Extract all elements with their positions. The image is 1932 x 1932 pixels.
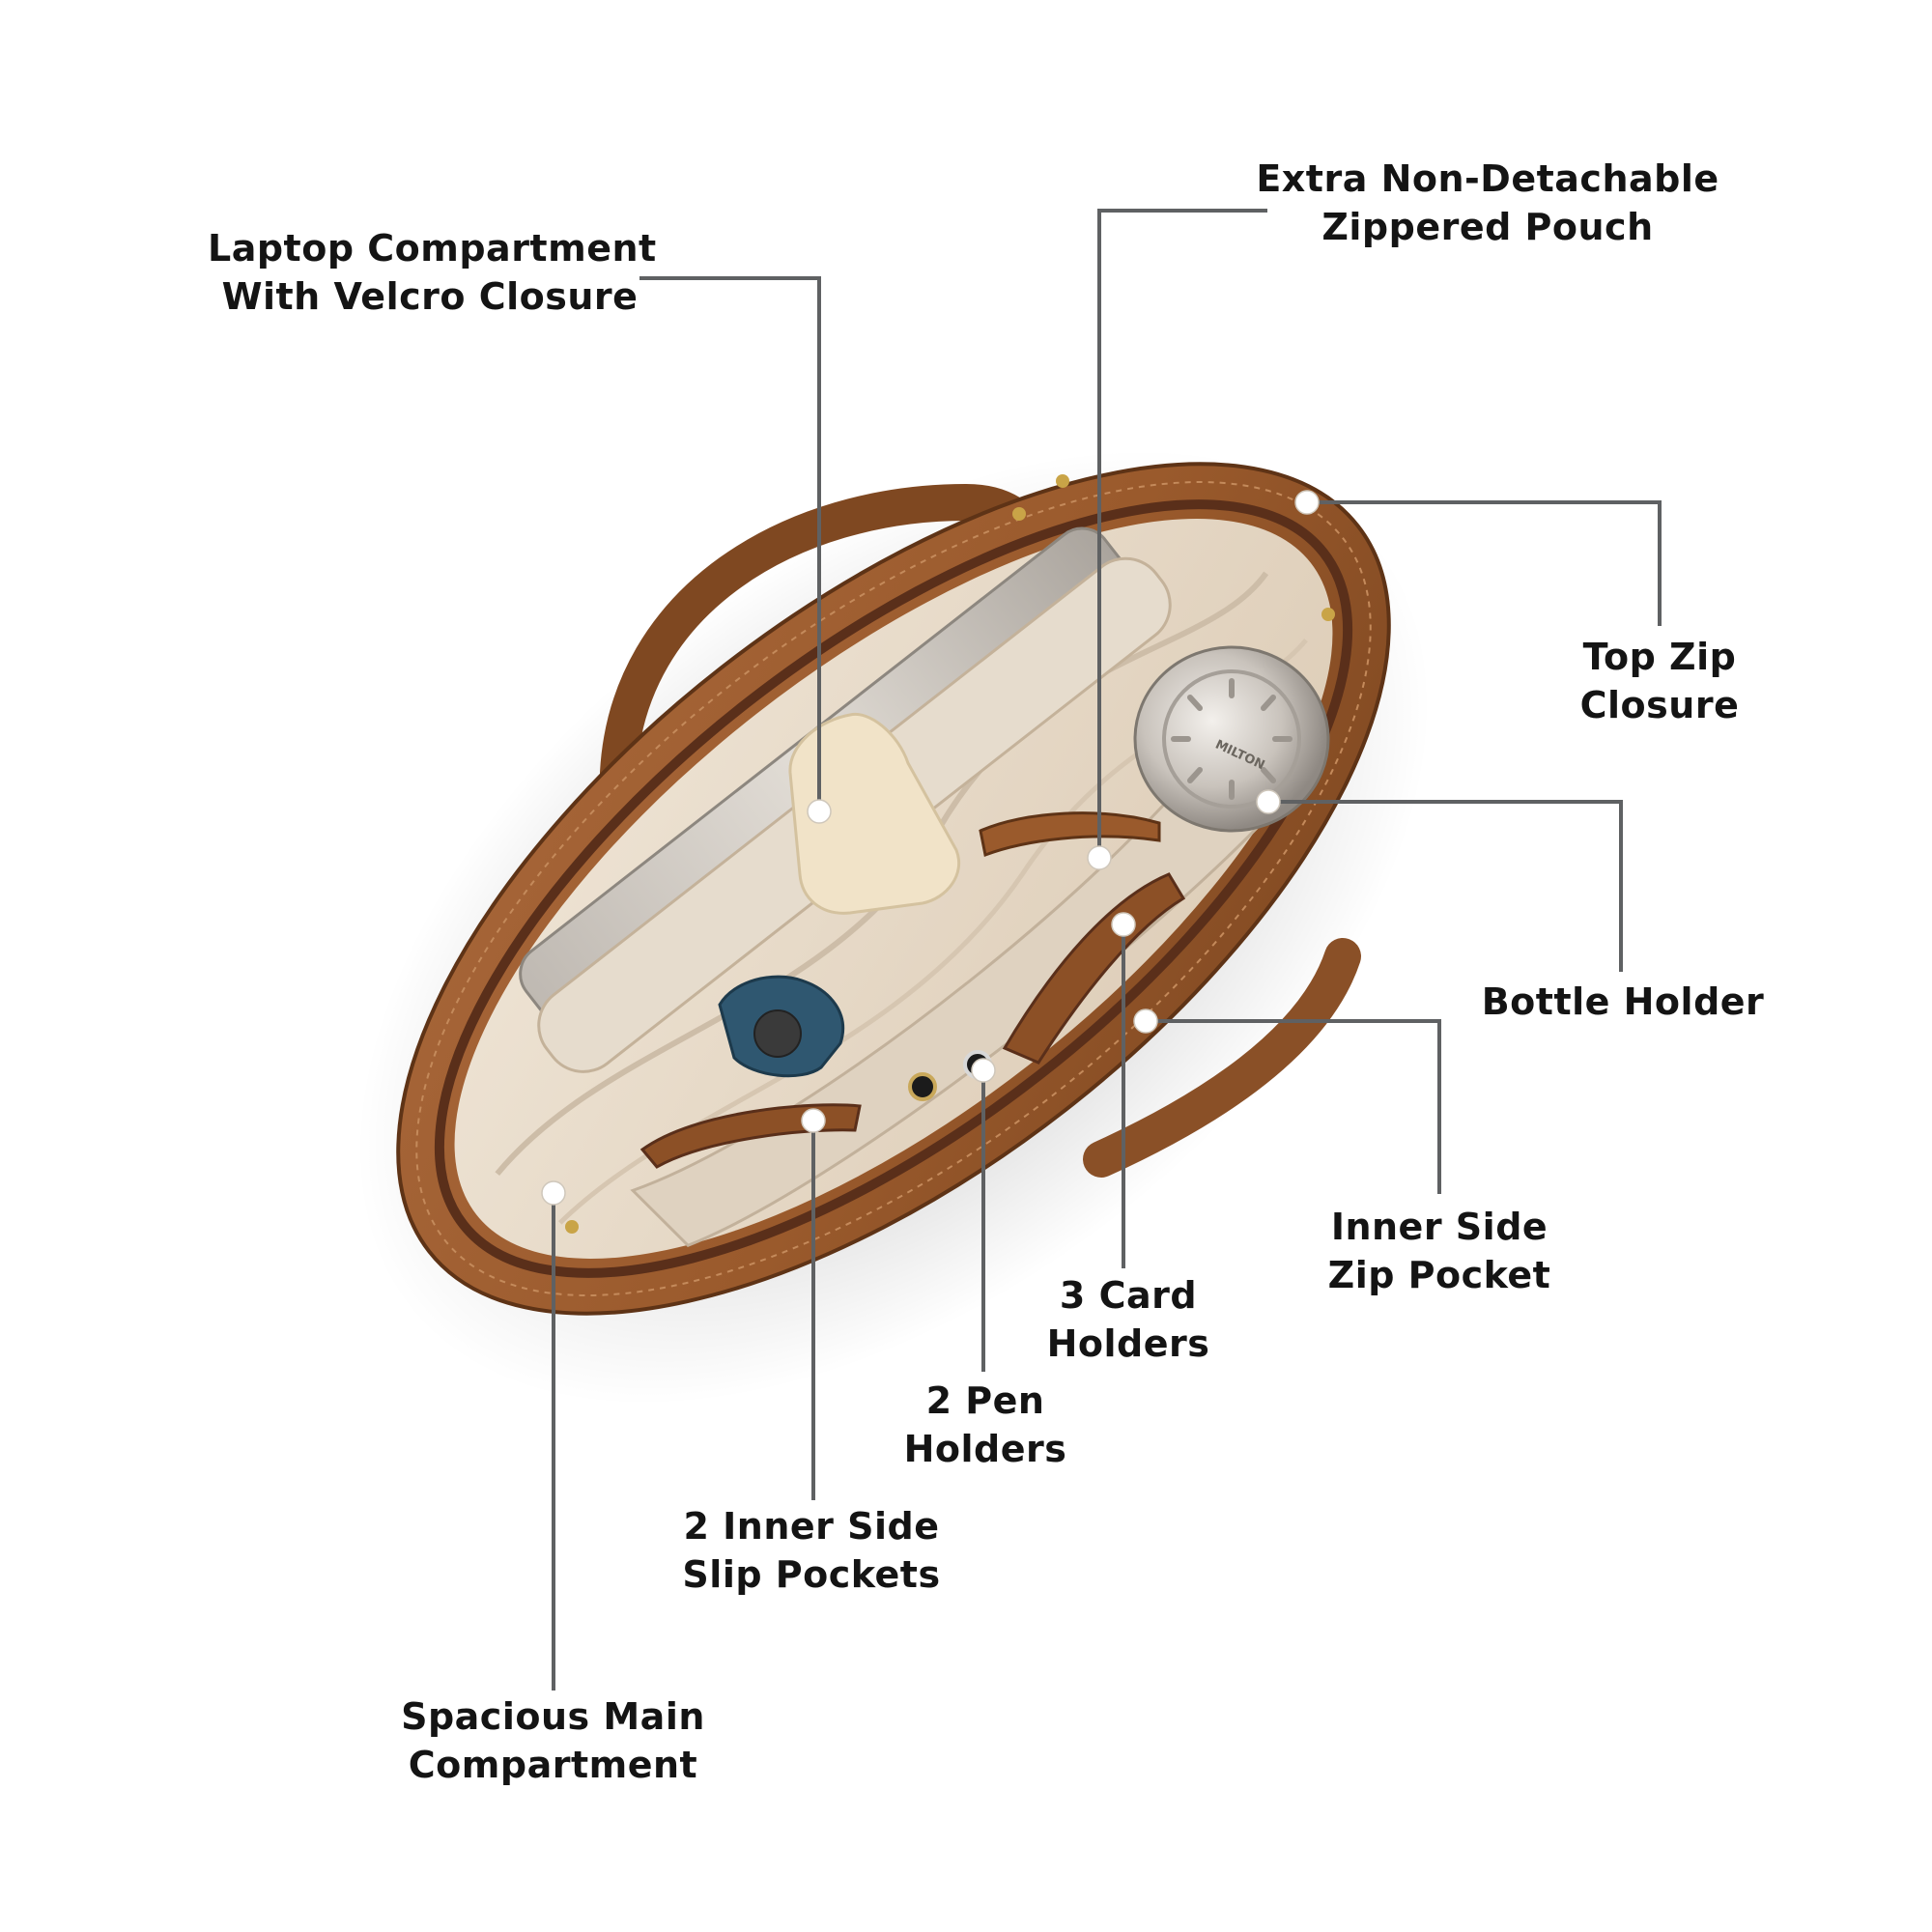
label-card-holders: 3 Card Holders — [1046, 1274, 1210, 1365]
pouch-tab — [979, 811, 1161, 858]
label-laptop-compartment: Laptop Compartment With Velcro Closure — [208, 227, 657, 318]
label-top-zip-closure: Top Zip Closure — [1579, 636, 1740, 726]
velcro-strap — [788, 712, 961, 915]
label-inner-side-zip-pocket: Inner Side Zip Pocket — [1327, 1206, 1551, 1296]
card-holder-pocket — [1002, 872, 1186, 1065]
label-slip-pockets: 2 Inner Side Slip Pockets — [682, 1505, 941, 1596]
label-pen-holders: 2 Pen Holders — [903, 1379, 1067, 1470]
label-main-compartment: Spacious Main Compartment — [401, 1695, 705, 1786]
label-zippered-pouch: Extra Non-Detachable Zippered Pouch — [1256, 157, 1719, 248]
label-bottle-holder: Bottle Holder — [1481, 980, 1765, 1023]
callout-dots — [541, 490, 1320, 1206]
gold-hardware — [565, 474, 1335, 1234]
handle-front — [1083, 938, 1361, 1178]
steel-bottle: MILTON — [1133, 645, 1330, 833]
blue-bottle — [718, 975, 845, 1078]
leader-lines — [552, 209, 1662, 1690]
